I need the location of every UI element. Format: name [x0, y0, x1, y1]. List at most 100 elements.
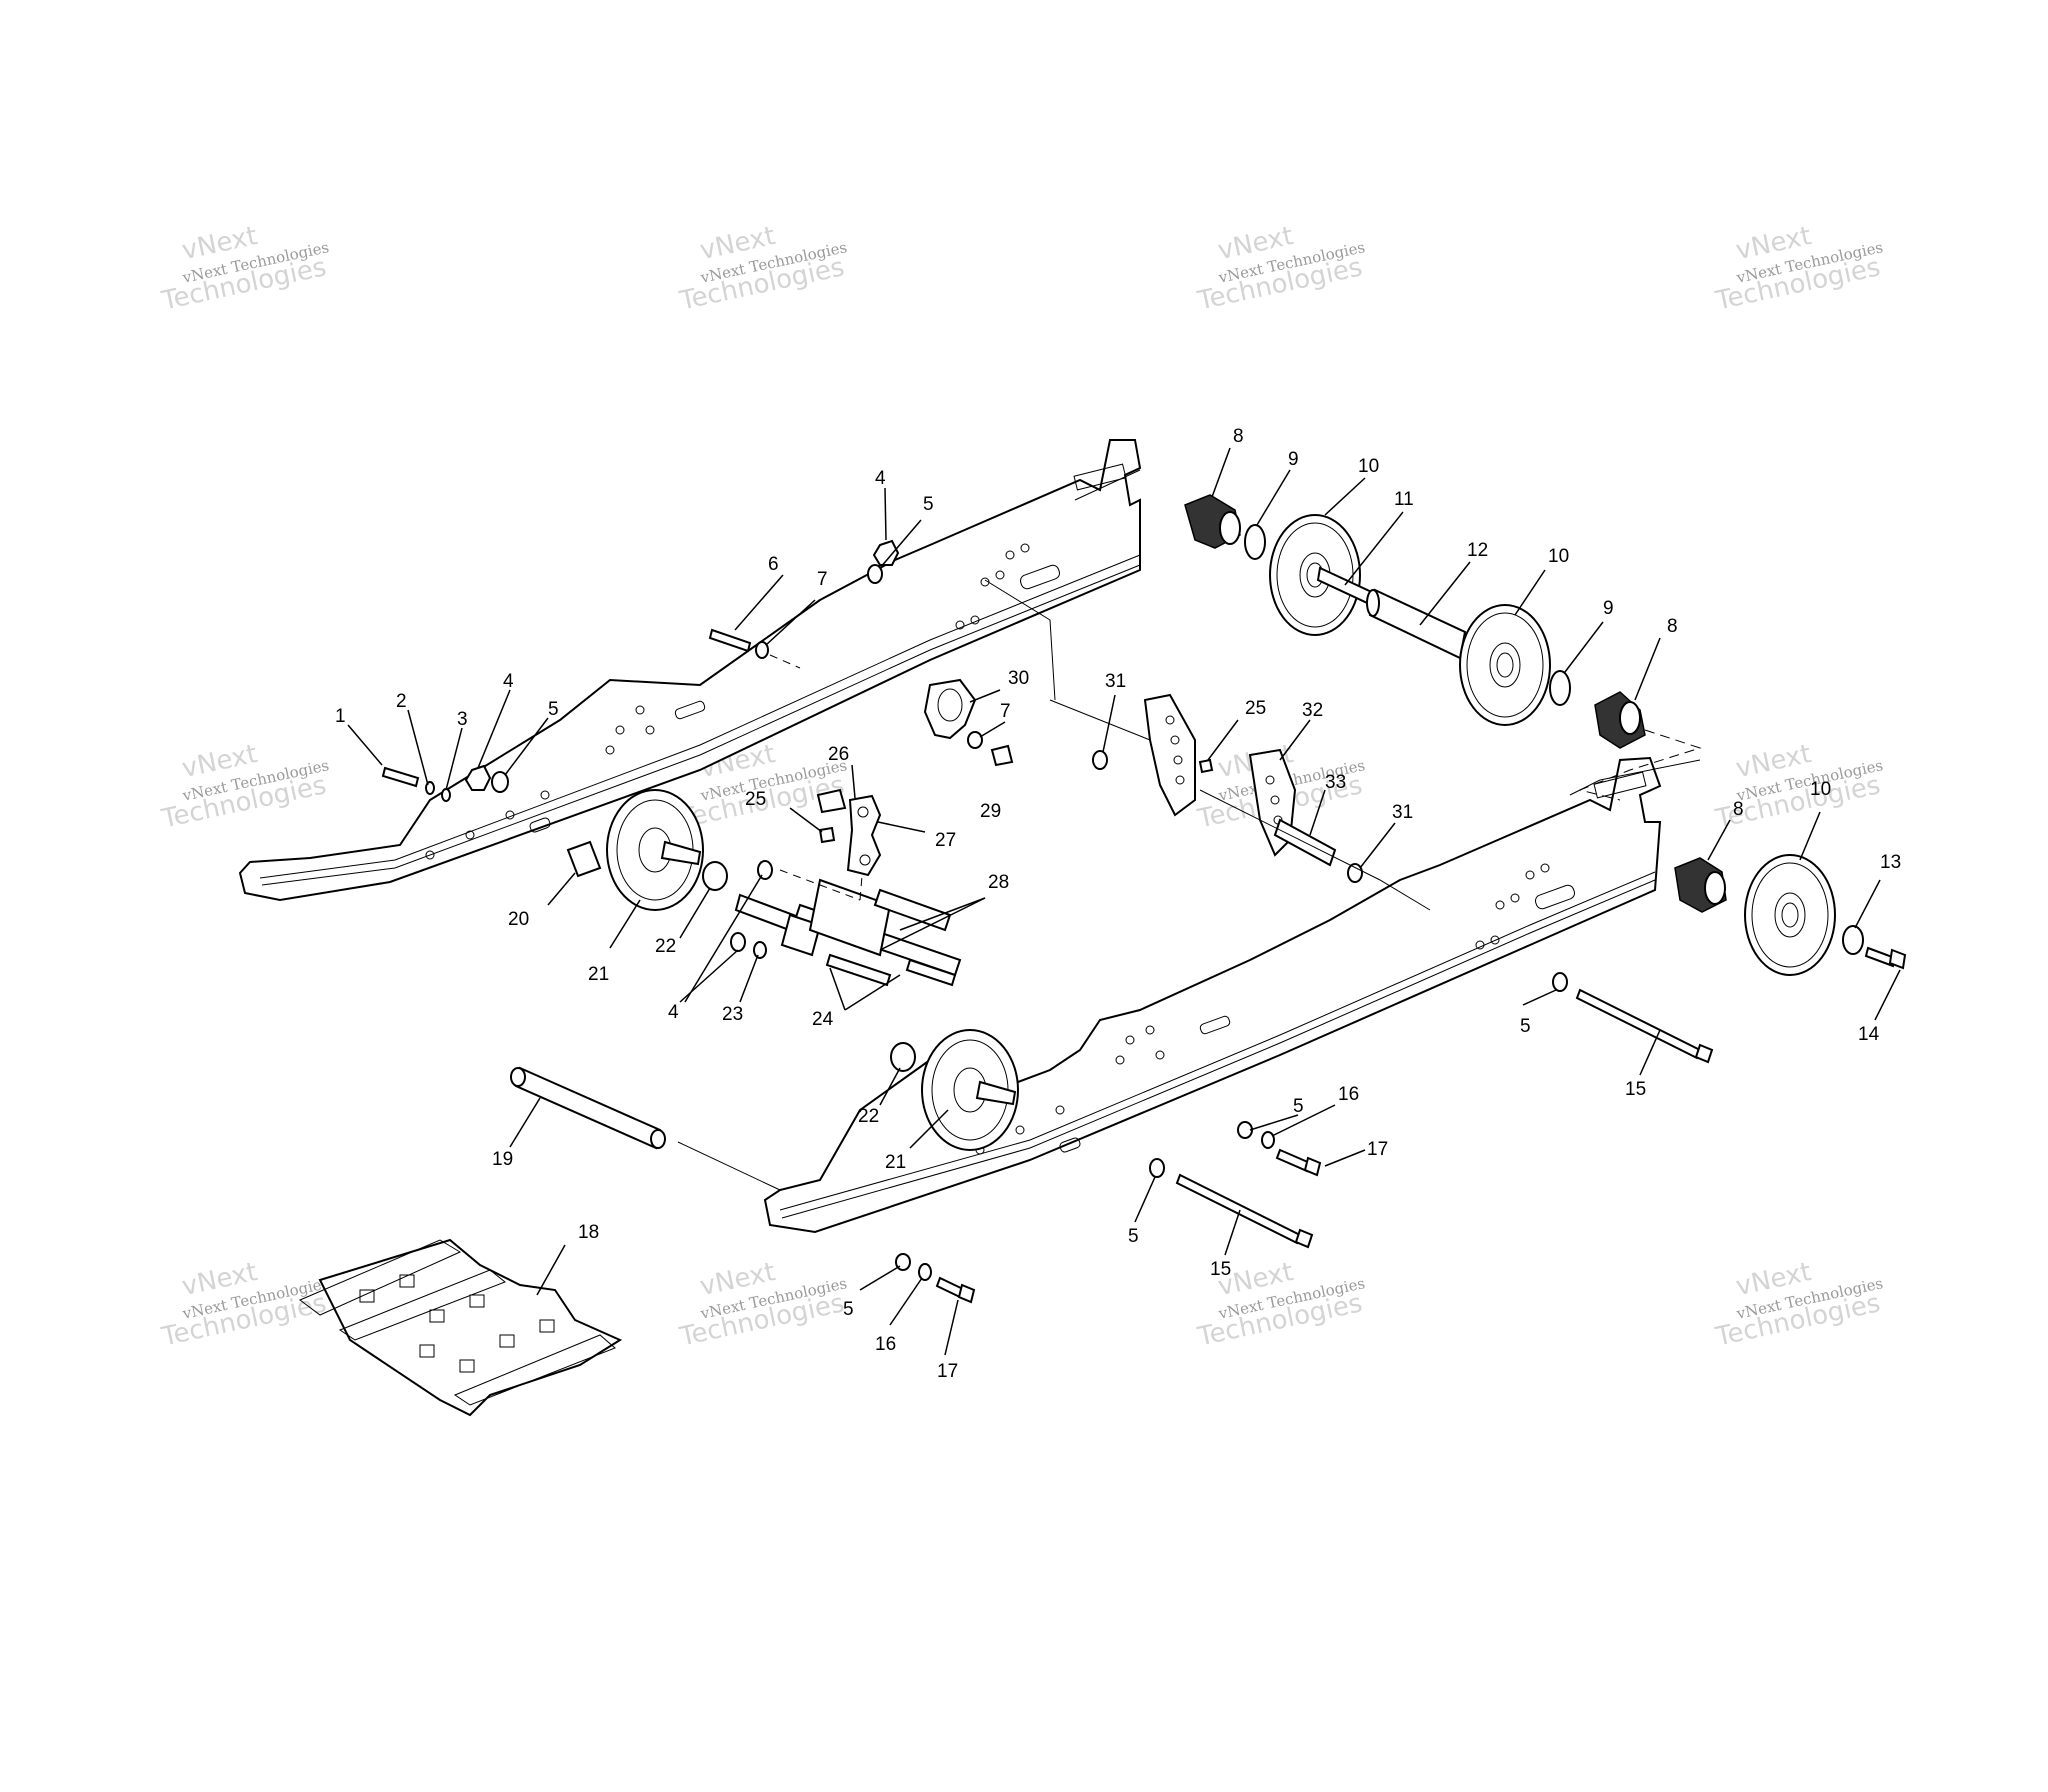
washer-5-left: [491, 771, 509, 793]
callout-4: 4: [503, 671, 514, 692]
washer-5-top: [867, 564, 883, 584]
watermark: vNext vNext Technologies Technologies: [676, 1257, 848, 1353]
callout-17: 17: [1367, 1139, 1388, 1160]
nut-4-arm-low: [730, 932, 746, 952]
callout-22: 22: [858, 1106, 879, 1127]
rail-holes: [975, 863, 1575, 1155]
track-strip-18: [299, 1238, 623, 1417]
center-arm-assembly: [730, 839, 962, 987]
callout-8: 8: [1667, 616, 1678, 637]
watermark: vNext vNext Technologies Technologies: [676, 221, 848, 317]
callout-32: 32: [1302, 700, 1323, 721]
washer-22-upper: [702, 861, 728, 891]
callout-9: 9: [1288, 449, 1299, 470]
idler-wheel-10-top-left: [1269, 514, 1361, 636]
washer-3: [441, 788, 451, 802]
washer-16-mid: [1261, 1131, 1275, 1149]
left-slide-rail: [238, 439, 1142, 902]
callout-31: 31: [1105, 671, 1126, 692]
idler-wheel-21-left: [606, 789, 704, 911]
callout-10: 10: [1548, 546, 1569, 567]
washer-5-lower: [1149, 1158, 1165, 1178]
right-idler-assembly: [1674, 854, 1907, 976]
rear-axle-assembly: [1184, 494, 1702, 801]
bracket-32-left: [1143, 693, 1196, 817]
callout-21: 21: [885, 1152, 906, 1173]
axle-cap-8-lower: [1674, 857, 1727, 913]
callout-18: 18: [578, 1222, 599, 1243]
bolt-1: [381, 766, 420, 788]
callout-12: 12: [1467, 540, 1488, 561]
callout-2: 2: [396, 691, 407, 712]
callout-10: 10: [1358, 456, 1379, 477]
callout-27: 27: [935, 830, 956, 851]
strap-30: [923, 678, 977, 740]
callout-16: 16: [1338, 1084, 1359, 1105]
callout-24: 24: [812, 1009, 834, 1030]
callout-25: 25: [1245, 698, 1266, 719]
spacer-ring-9-right: [1549, 670, 1571, 706]
callout-labels: 1 2 3 4 5 4 5 6 7 8 9 10 11 12 10 9 8 30…: [335, 426, 1901, 1382]
bushing-29: [990, 744, 1014, 767]
watermark: vNext vNext Technologies Technologies: [1712, 221, 1884, 317]
callout-9: 9: [1603, 598, 1614, 619]
idler-wheel-10-lower: [1744, 854, 1836, 976]
callout-28: 28: [988, 872, 1009, 893]
watermark: vNext vNext Technologies Technologies: [158, 1257, 330, 1353]
cross-shaft-19: [510, 1066, 666, 1150]
axle-cap-8-right: [1594, 691, 1646, 749]
callout-21: 21: [588, 964, 609, 985]
callout-16: 16: [875, 1334, 896, 1355]
link-27: [846, 794, 882, 877]
washer-31-left: [1092, 750, 1108, 770]
callout-7: 7: [1000, 701, 1011, 722]
callout-11: 11: [1394, 489, 1414, 510]
callout-19: 19: [492, 1149, 513, 1170]
watermark: vNext vNext Technologies Technologies: [1712, 1257, 1884, 1353]
rail-holes: [425, 543, 1060, 860]
leader-lines: [347, 447, 1901, 1356]
callout-6: 6: [768, 554, 779, 575]
washer-7-top: [755, 641, 769, 659]
callout-13: 13: [1880, 852, 1901, 873]
watermark: vNext vNext Technologies Technologies: [1712, 739, 1884, 835]
callout-7: 7: [817, 569, 828, 590]
callout-26: 26: [828, 744, 849, 765]
washer-13: [1842, 925, 1864, 955]
callout-31: 31: [1392, 802, 1413, 823]
callout-20: 20: [508, 909, 529, 930]
nut-4-left: [464, 764, 492, 791]
bolt-15-upper: [1575, 988, 1702, 1060]
washer-5-right-rail: [1552, 972, 1568, 992]
callout-5: 5: [1520, 1016, 1531, 1037]
watermark: vNext vNext Technologies Technologies: [1194, 221, 1366, 317]
callout-29: 29: [980, 801, 1001, 822]
callout-15: 15: [1210, 1259, 1231, 1280]
washer-31-right: [1347, 863, 1363, 883]
callout-22: 22: [655, 936, 676, 957]
bolt-25-bracket: [1198, 758, 1214, 774]
callout-25: 25: [745, 789, 766, 810]
callout-33: 33: [1325, 772, 1346, 793]
callout-8: 8: [1733, 799, 1744, 820]
callout-23: 23: [722, 1004, 743, 1025]
callout-8: 8: [1233, 426, 1244, 447]
idler-wheel-10-top-right: [1459, 604, 1551, 726]
callout-5: 5: [548, 699, 559, 720]
callout-5: 5: [1128, 1226, 1139, 1247]
bolt-6: [708, 628, 752, 653]
nut-4-top: [872, 539, 900, 566]
watermark: vNext vNext Technologies Technologies: [158, 739, 330, 835]
idler-wheel-21-lower: [921, 1029, 1019, 1151]
nut-4-arm: [757, 860, 773, 880]
washer-7-mid: [967, 731, 983, 749]
callout-5: 5: [1293, 1096, 1304, 1117]
callout-17: 17: [937, 1361, 958, 1382]
washer-5-mid: [1237, 1121, 1253, 1139]
callout-14: 14: [1858, 1024, 1880, 1045]
callout-10: 10: [1810, 779, 1831, 800]
callout-30: 30: [1008, 668, 1029, 689]
washer-16-bottom: [918, 1263, 932, 1281]
callout-5: 5: [843, 1299, 854, 1320]
